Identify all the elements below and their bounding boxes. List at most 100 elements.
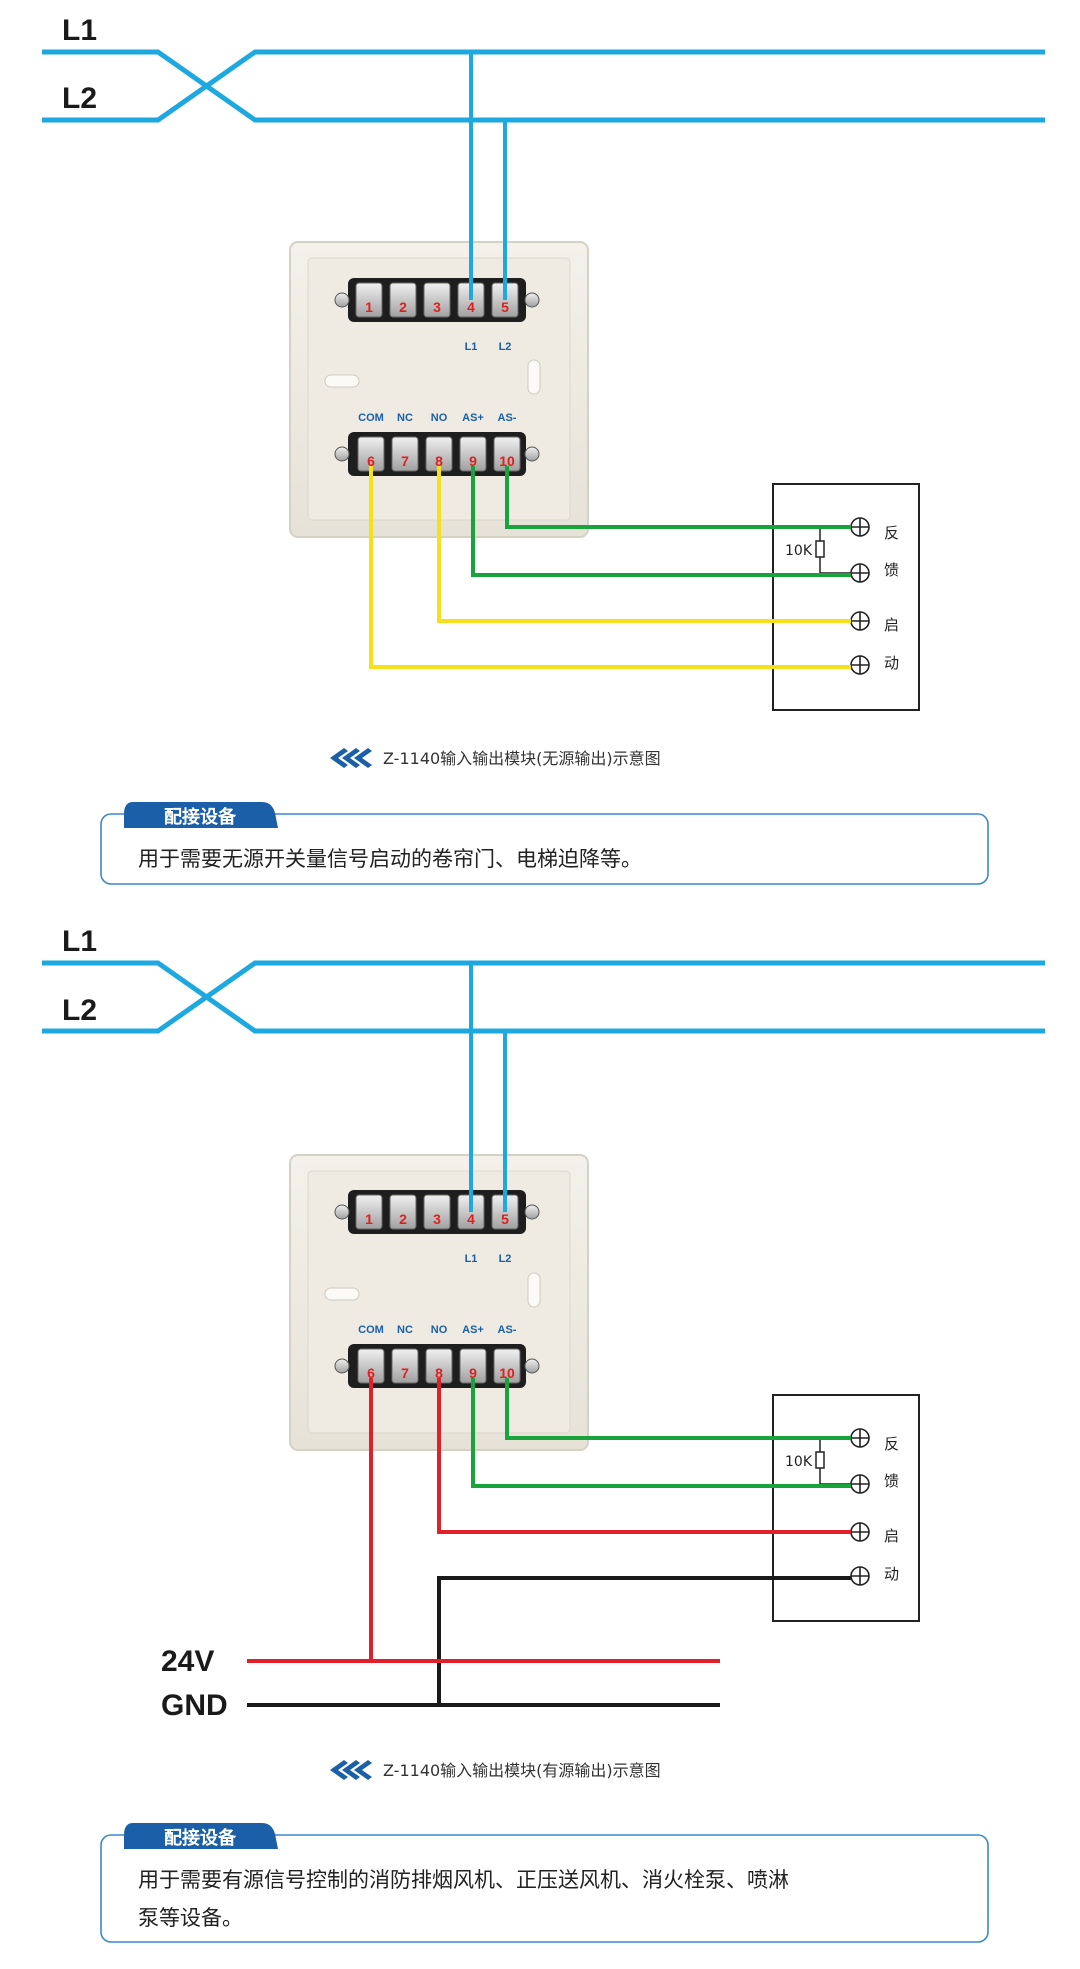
terminal-symbol-icon — [850, 517, 870, 537]
io-module: 1 2 3 4 5 L1 L2 COM NC NO AS+ AS- 6 7 8 … — [289, 241, 589, 538]
terminal-number: 4 — [467, 299, 475, 315]
wire-as-minus-green — [505, 466, 851, 529]
mount-slot — [324, 1287, 360, 1301]
terminal-number: 9 — [469, 1365, 477, 1381]
bus-label-l1: L1 — [62, 925, 97, 958]
terminal-number: 8 — [435, 453, 443, 469]
terminal-number: 5 — [501, 1211, 509, 1227]
mount-slot — [527, 359, 541, 395]
terminal-number: 9 — [469, 453, 477, 469]
note-tag-label: 配接设备 — [164, 1827, 237, 1849]
note-tag — [124, 802, 278, 828]
terminal-label-no: NO — [431, 1324, 448, 1336]
output-wires — [369, 466, 851, 669]
terminal-number: 3 — [433, 1211, 441, 1227]
terminal-label-as-minus: AS- — [498, 1324, 517, 1336]
block-screw — [524, 1358, 540, 1374]
terminal-6: 6 — [357, 436, 385, 472]
terminal-number: 6 — [367, 1365, 375, 1381]
top-terminals: 1 2 3 4 5 — [355, 282, 519, 318]
device-label-feedback-2: 馈 — [884, 1472, 899, 1490]
caption-chevron-icon — [330, 1760, 372, 1780]
note-box — [100, 813, 989, 885]
terminal-symbol-icon — [850, 1474, 870, 1494]
terminal-label-as-plus: AS+ — [462, 412, 484, 424]
note-text-line-2: 泵等设备。 — [138, 1906, 243, 1930]
bus-label-l2: L2 — [62, 82, 97, 115]
diagram-passive-output: L1 L2 1 2 3 4 5 L1 L2 COM NC NO — [42, 14, 1045, 885]
bus-label-l2: L2 — [62, 994, 97, 1027]
diagram-active-output: L1 L2 1 2 3 4 5 L1 L2 COM NC NO AS+ AS- — [42, 925, 1045, 1943]
block-screw — [334, 1204, 350, 1220]
block-screw — [524, 446, 540, 462]
block-screw — [334, 292, 350, 308]
terminal-1: 1 — [355, 1194, 383, 1230]
wire-com-yellow — [369, 466, 851, 669]
terminal-number: 10 — [499, 453, 515, 469]
wire-no-yellow — [437, 466, 851, 623]
bus-label-l1: L1 — [62, 14, 97, 47]
terminal-number: 1 — [365, 299, 373, 315]
device-label-feedback-1: 反 — [884, 524, 899, 542]
terminal-label-com: COM — [358, 1324, 384, 1336]
terminal-8: 8 — [425, 1348, 453, 1384]
device-label-start-2: 动 — [884, 654, 899, 672]
bus-l1-line — [42, 960, 1045, 1034]
terminal-3: 3 — [423, 282, 451, 318]
terminal-number: 2 — [399, 1211, 407, 1227]
terminal-10: 10 — [493, 436, 521, 472]
terminal-number: 10 — [499, 1365, 515, 1381]
terminal-6: 6 — [357, 1348, 385, 1384]
terminal-label-l2: L2 — [499, 341, 512, 353]
terminal-symbol-icon — [850, 1428, 870, 1448]
terminal-label-com: COM — [358, 412, 384, 424]
resistor-label: 10K — [785, 543, 813, 559]
terminal-3: 3 — [423, 1194, 451, 1230]
terminal-symbol-icon — [850, 1566, 870, 1586]
terminal-2: 2 — [389, 282, 417, 318]
note-text-line-1: 用于需要有源信号控制的消防排烟风机、正压送风机、消火栓泵、喷淋 — [138, 1868, 789, 1892]
wire-as-plus-green — [471, 1378, 851, 1488]
terminal-label-l1: L1 — [465, 1253, 478, 1265]
terminal-number: 4 — [467, 1211, 475, 1227]
bus-lines — [42, 960, 1045, 1034]
note-text-line-1: 用于需要无源开关量信号启动的卷帘门、电梯迫降等。 — [138, 847, 642, 871]
device-label-feedback-1: 反 — [884, 1435, 899, 1453]
block-screw — [524, 292, 540, 308]
terminal-10: 10 — [493, 1348, 521, 1384]
diagram-caption: Z-1140输入输出模块(无源输出)示意图 — [383, 749, 661, 768]
diagram-caption: Z-1140输入输出模块(有源输出)示意图 — [383, 1761, 661, 1780]
terminal-7: 7 — [391, 1348, 419, 1384]
block-screw — [334, 1358, 350, 1374]
terminal-1: 1 — [355, 282, 383, 318]
device-label-start-2: 动 — [884, 1565, 899, 1583]
device-terminals — [850, 517, 870, 675]
device-label-start-1: 启 — [884, 616, 899, 634]
block-screw — [334, 446, 350, 462]
device-label-start-1: 启 — [884, 1527, 899, 1545]
terminal-label-nc: NC — [397, 412, 413, 424]
bus-l1-line — [42, 49, 1045, 123]
power-label-24v: 24V — [161, 1645, 214, 1678]
mount-slot — [527, 1272, 541, 1308]
terminal-symbol-icon — [850, 1522, 870, 1542]
io-module: 1 2 3 4 5 L1 L2 COM NC NO AS+ AS- 6 7 8 … — [289, 1154, 589, 1451]
device-label-feedback-2: 馈 — [884, 561, 899, 579]
bus-drop-wires — [469, 963, 507, 1212]
bus-l2-line — [42, 960, 1045, 1034]
bus-lines — [42, 49, 1045, 123]
output-wires — [247, 1378, 851, 1707]
note-box — [100, 1834, 989, 1943]
mount-slot — [324, 374, 360, 388]
note-tag — [124, 1823, 278, 1849]
terminal-label-no: NO — [431, 412, 448, 424]
bottom-terminals: 6 7 8 9 10 — [357, 1348, 521, 1384]
wire-as-minus-green — [505, 1378, 851, 1440]
terminal-7: 7 — [391, 436, 419, 472]
terminal-number: 2 — [399, 299, 407, 315]
terminal-2: 2 — [389, 1194, 417, 1230]
terminal-number: 8 — [435, 1365, 443, 1381]
terminal-number: 1 — [365, 1211, 373, 1227]
wire-as-plus-green — [471, 466, 851, 577]
